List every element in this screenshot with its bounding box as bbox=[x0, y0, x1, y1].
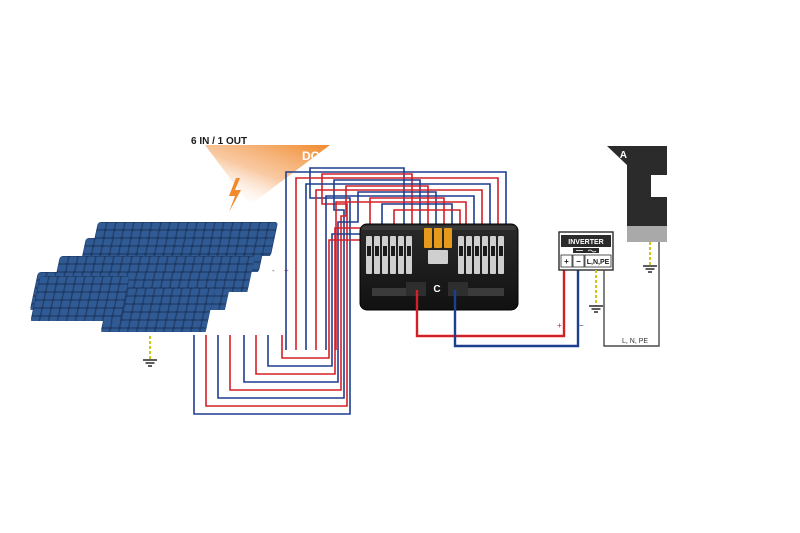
inverter-title: INVERTER bbox=[568, 239, 603, 246]
dc-string-cable bbox=[267, 203, 453, 367]
inverter-terminal-ac: L,N,PE bbox=[587, 259, 610, 266]
combiner-logo: C bbox=[433, 284, 440, 295]
config-label: 6 IN / 1 OUT bbox=[191, 136, 247, 147]
dc-string-cable bbox=[335, 201, 467, 350]
fuse-holders bbox=[366, 236, 504, 274]
dc-string-cable bbox=[325, 195, 475, 350]
terminal-blocks bbox=[372, 282, 504, 296]
ac-zone: AC bbox=[607, 146, 668, 242]
panel-negative-mark: - bbox=[272, 266, 275, 275]
inverter-terminal-minus: − bbox=[576, 257, 581, 266]
ground-connections bbox=[143, 242, 657, 367]
dc-zone-label: DC bbox=[302, 149, 320, 163]
dc-positive-label: + bbox=[557, 321, 562, 330]
inverter: INVERTER + − L,N,PE bbox=[558, 231, 614, 271]
inverter-terminal-plus: + bbox=[564, 257, 569, 266]
dc-negative-label: − bbox=[579, 321, 584, 330]
dc-string-cable bbox=[243, 191, 437, 383]
ac-cable bbox=[603, 242, 660, 347]
dc-to-ac-icon bbox=[573, 248, 599, 253]
dc-zone: DC bbox=[205, 145, 330, 212]
dc-string-cable bbox=[305, 183, 491, 350]
dc-string-cable bbox=[285, 171, 507, 350]
dc-string-cable bbox=[255, 197, 445, 375]
relay-block bbox=[424, 228, 452, 264]
dc-string-cable bbox=[229, 185, 429, 391]
dc-string-cable bbox=[193, 167, 405, 415]
dc-string-cable bbox=[315, 189, 483, 350]
dc-string-cable bbox=[217, 179, 421, 399]
dc-string-cables bbox=[193, 167, 507, 415]
ac-cable-label: L, N, PE bbox=[622, 338, 648, 345]
dc-string-cable bbox=[295, 177, 499, 350]
solar-array bbox=[29, 222, 278, 332]
combiner-box: C bbox=[359, 223, 519, 311]
dc-output-cables bbox=[415, 270, 580, 348]
lightning-bolt-icon bbox=[229, 178, 241, 212]
